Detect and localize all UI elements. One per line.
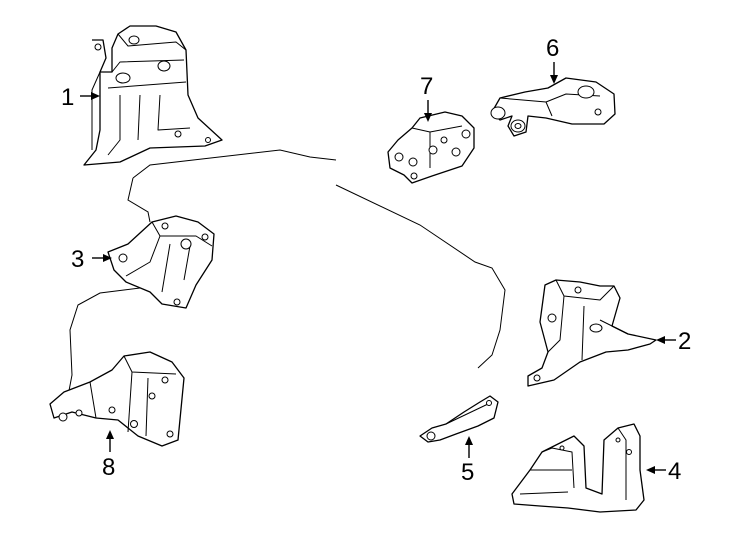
callout-1: 1 xyxy=(61,84,74,111)
part-8-bracket xyxy=(49,351,185,447)
leader-5 xyxy=(465,436,473,458)
leader-4 xyxy=(646,466,666,474)
part-1-engine-mount xyxy=(83,25,223,166)
leader-8 xyxy=(106,430,114,452)
part-3-bracket xyxy=(107,215,215,309)
part-5-brace xyxy=(419,395,499,443)
part-2-transmission-mount xyxy=(527,279,657,387)
callout-8: 8 xyxy=(102,454,115,481)
leader-7 xyxy=(424,100,432,122)
part-4-lower-bracket xyxy=(511,423,645,513)
callout-7: 7 xyxy=(420,73,433,100)
leader-1 xyxy=(80,92,100,100)
callout-6: 6 xyxy=(546,35,559,62)
part-7-mount-bracket xyxy=(387,111,475,184)
engine-outline xyxy=(67,149,506,397)
part-6-torque-rod xyxy=(490,77,616,137)
callout-3: 3 xyxy=(71,246,84,273)
leader-6 xyxy=(550,62,558,84)
leader-2 xyxy=(656,336,676,344)
callout-5: 5 xyxy=(461,459,474,486)
leader-3 xyxy=(92,254,112,262)
callout-2: 2 xyxy=(678,328,691,355)
callout-4: 4 xyxy=(668,458,681,485)
